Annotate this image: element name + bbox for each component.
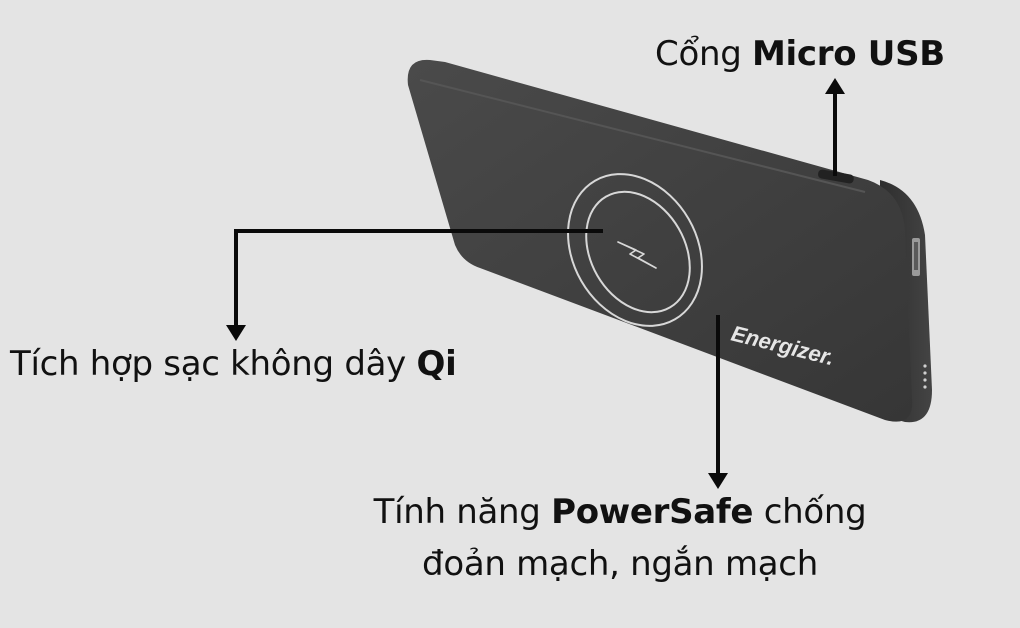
- callout-bold-text: Micro USB: [751, 34, 945, 74]
- micro-usb-port: [818, 169, 854, 184]
- callout-bold-text: Qi: [416, 344, 457, 384]
- callout-text: Cổng: [655, 34, 752, 74]
- callout-text: chống: [753, 492, 867, 532]
- powersafe-callout: Tính năng PowerSafe chống đoản mạch, ngắ…: [350, 490, 890, 586]
- arrow-powersafe: [708, 315, 728, 489]
- battery-led-indicator: [923, 364, 927, 389]
- power-bank-body: Energizer.: [407, 59, 932, 423]
- arrow-micro-usb: [825, 78, 845, 176]
- powersafe-line-2: đoản mạch, ngắn mạch: [422, 544, 818, 584]
- arrow-qi: [226, 229, 603, 341]
- callout-text: Tích hợp sạc không dây: [10, 344, 417, 384]
- callout-text: Tính năng: [373, 492, 552, 532]
- wireless-charging-bolt-icon: [617, 241, 657, 269]
- qi-callout: Tích hợp sạc không dây Qi: [10, 342, 457, 386]
- powersafe-line-1: Tính năng PowerSafe chống: [350, 490, 890, 534]
- micro-usb-callout: Cổng Micro USB: [655, 32, 945, 76]
- wireless-charging-pad: [567, 173, 703, 327]
- callout-bold-text: PowerSafe: [551, 492, 754, 532]
